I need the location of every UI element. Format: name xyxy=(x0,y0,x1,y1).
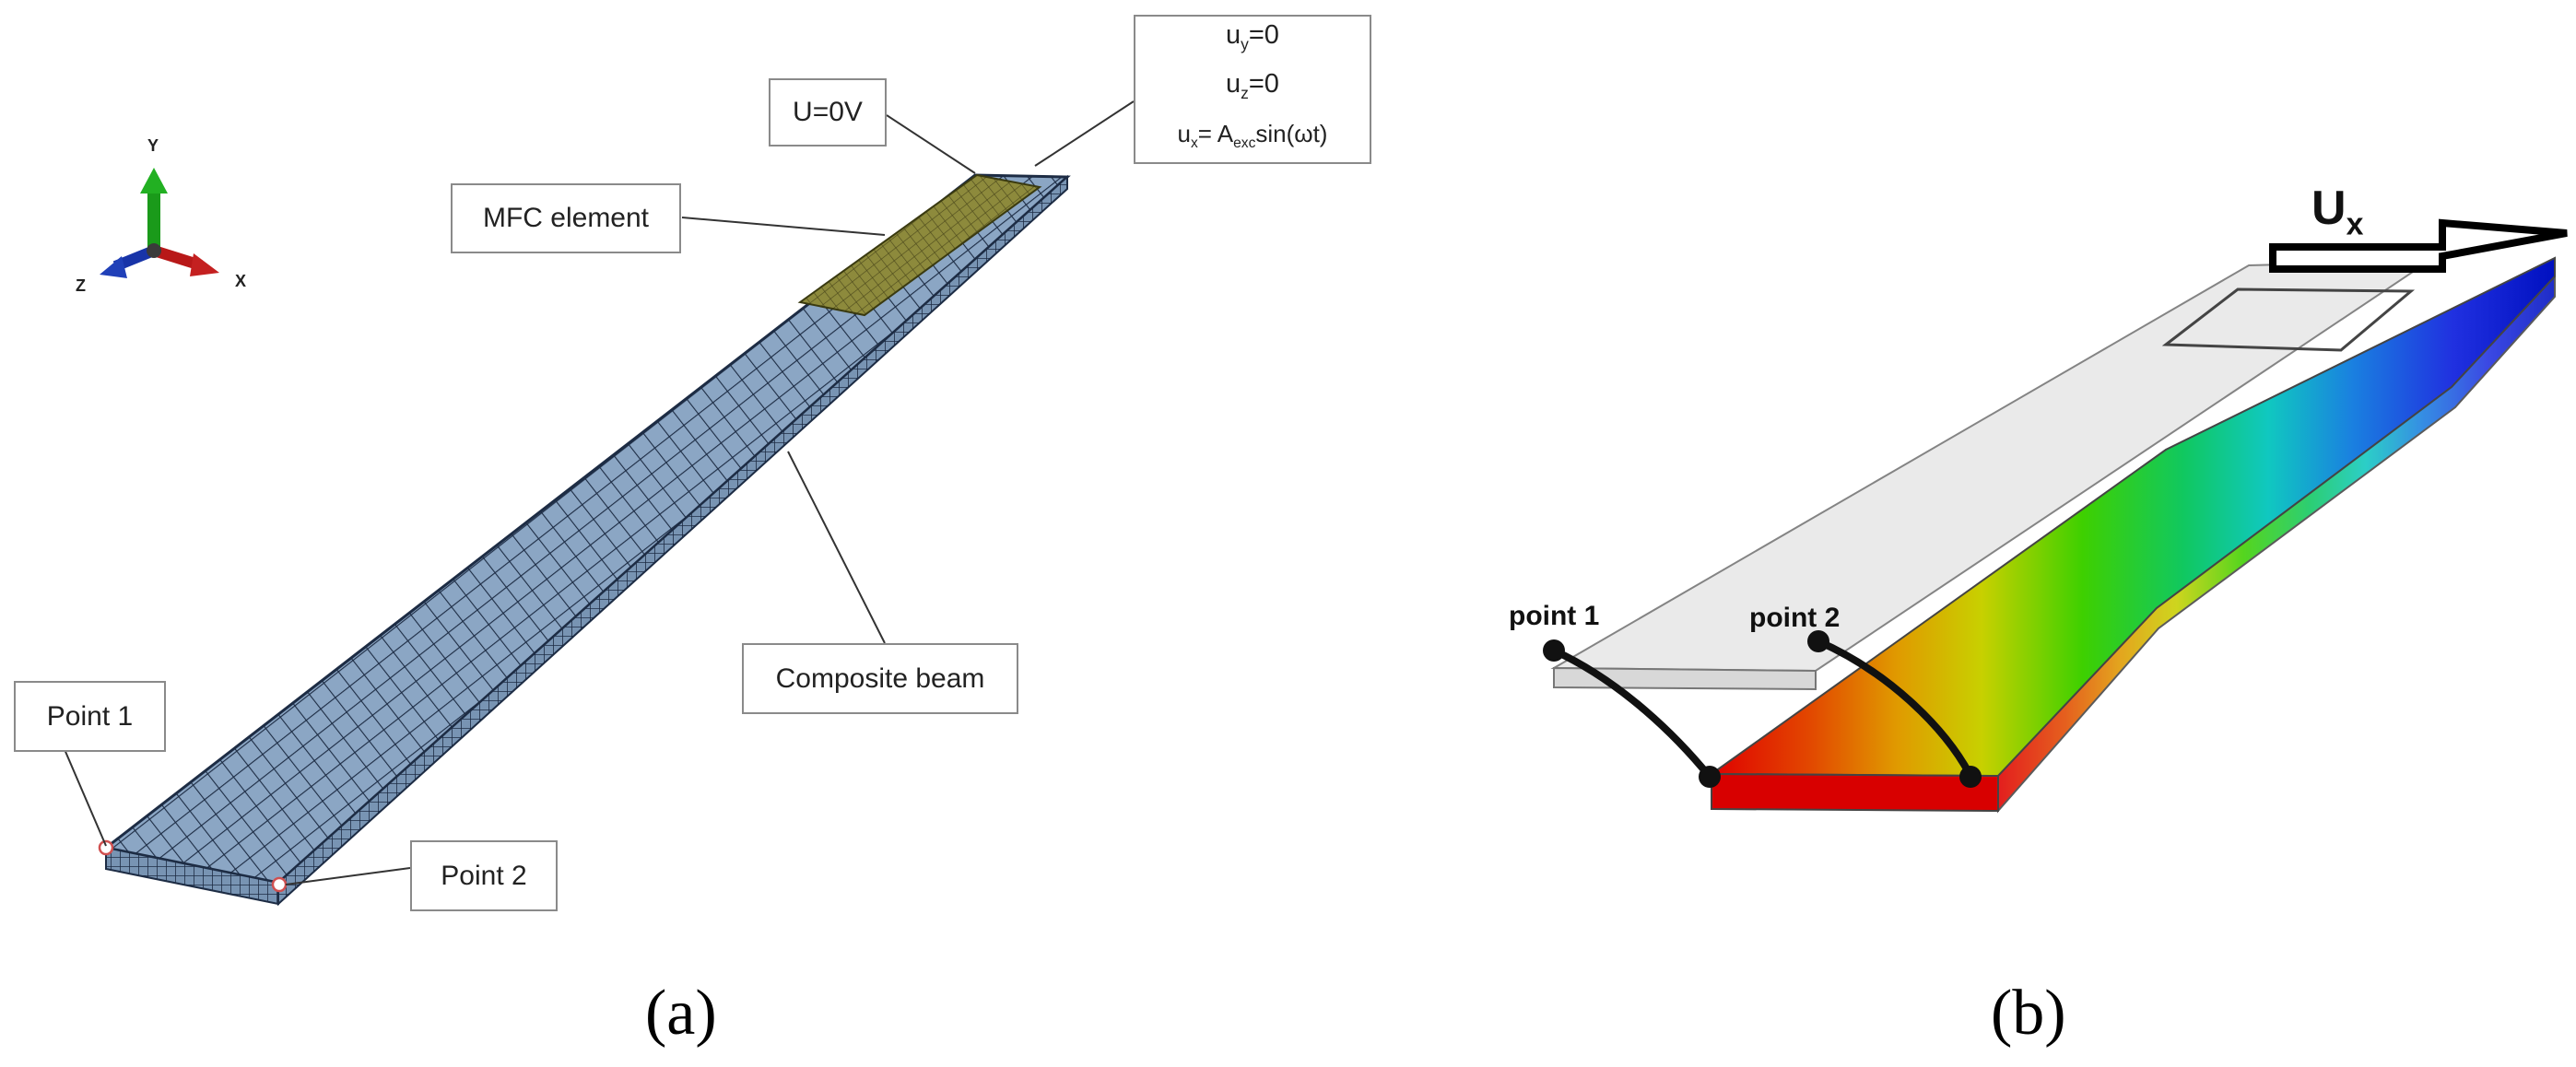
bc-uy: uy=0 xyxy=(1226,19,1279,53)
panel-b-graphic xyxy=(1543,218,2568,814)
axis-triad xyxy=(100,168,219,278)
ux-arrow xyxy=(2269,218,2568,273)
point1-marker xyxy=(98,839,114,856)
point1-label-b: point 1 xyxy=(1509,601,1600,631)
boundary-conditions-callout: uy=0 uz=0 ux= Aexcsin(ωt) xyxy=(1134,15,1371,164)
z-axis-label: Z xyxy=(76,276,86,295)
bc-ux: ux= Aexcsin(ωt) xyxy=(1177,120,1328,152)
point2-marker xyxy=(271,876,288,893)
bc-uz: uz=0 xyxy=(1226,69,1279,103)
y-axis-label: Y xyxy=(147,136,159,155)
point2-path xyxy=(1817,638,1973,776)
leader-lines xyxy=(57,100,1135,885)
point1-path xyxy=(1552,647,1713,780)
point2-label-b: point 2 xyxy=(1749,603,1841,633)
composite-beam-callout: Composite beam xyxy=(742,643,1018,714)
x-axis-label: X xyxy=(235,272,247,290)
point2-callout: Point 2 xyxy=(410,840,558,911)
mfc-element-callout: MFC element xyxy=(451,183,681,253)
ux-label: Ux xyxy=(2311,182,2364,242)
caption-b: (b) xyxy=(1991,978,2066,1049)
composite-beam-mesh xyxy=(102,173,1071,907)
caption-a: (a) xyxy=(645,978,717,1049)
point1-callout: Point 1 xyxy=(14,681,166,752)
voltage-callout: U=0V xyxy=(769,78,887,147)
mfc-patch xyxy=(797,173,1042,317)
